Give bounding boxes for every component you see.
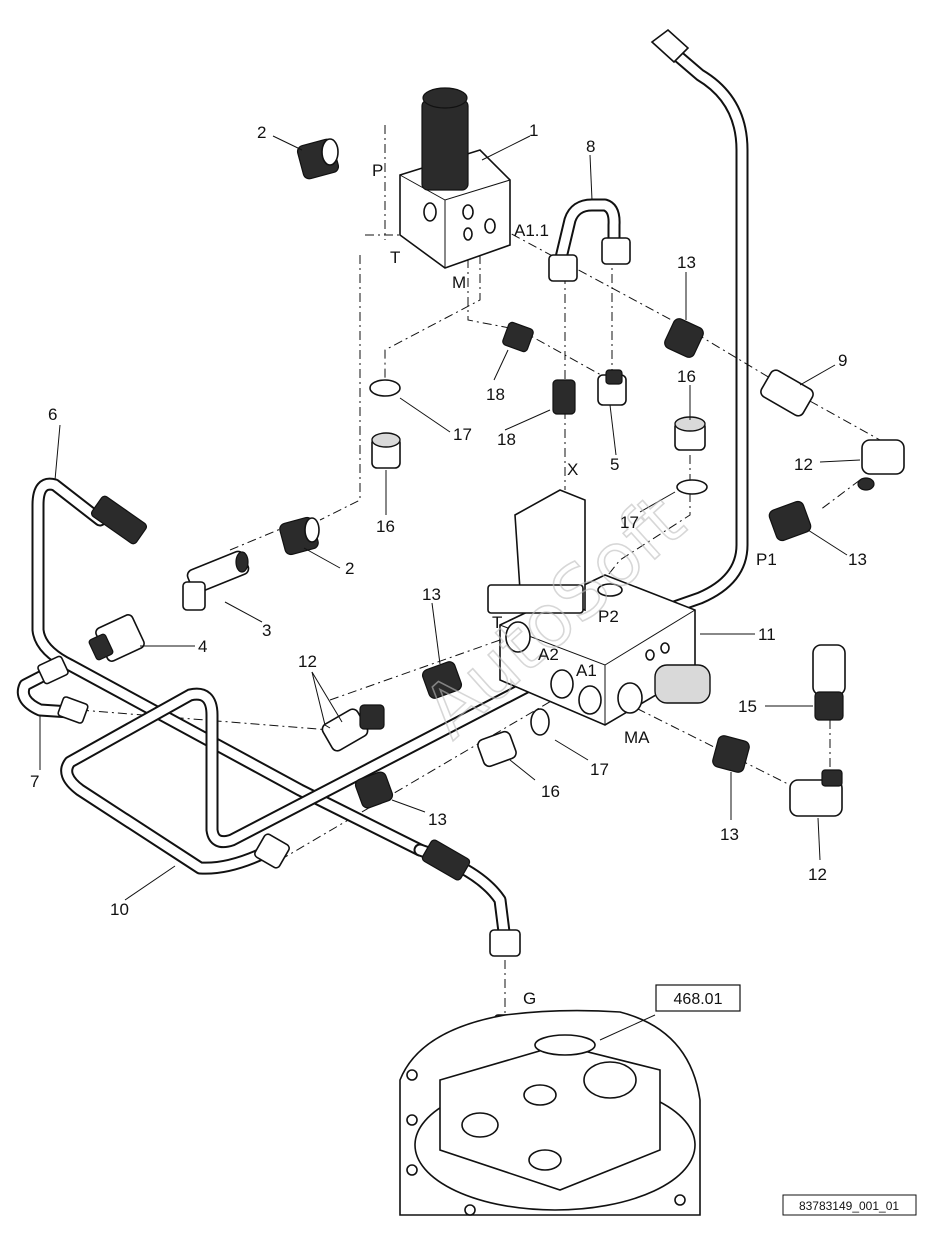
port-g: G [523, 989, 536, 1008]
callout-16-right: 16 [677, 367, 696, 386]
port-p2: P2 [598, 607, 619, 626]
port-a2: A2 [538, 645, 559, 664]
plug-16-left [371, 432, 401, 469]
ring-17-right [676, 479, 708, 495]
callout-13-p1: 13 [848, 550, 867, 569]
port-x: X [567, 460, 578, 479]
callout-15: 15 [738, 697, 757, 716]
callout-11: 11 [758, 625, 776, 644]
port-p: P [372, 161, 383, 180]
port-a1: A1 [576, 661, 597, 680]
callout-6: 6 [48, 405, 57, 424]
leader-lines [39, 135, 861, 1041]
plug-2-top [296, 138, 340, 180]
callout-13-mid: 13 [422, 585, 441, 604]
port-m: M [452, 273, 466, 292]
callout-16-bottom: 16 [541, 782, 560, 801]
callout-10: 10 [110, 900, 129, 919]
callout-17-right: 17 [620, 513, 639, 532]
fitting-9 [760, 369, 814, 417]
callout-7: 7 [30, 772, 39, 791]
fitting-13-mid [421, 661, 463, 699]
callout-12-bottom: 12 [808, 865, 827, 884]
adapter-4 [88, 614, 145, 662]
motor-assembly-468 [399, 1009, 701, 1216]
elbow-12-right [857, 439, 905, 491]
callout-17-bottom: 17 [590, 760, 609, 779]
fitting-13-p1 [768, 500, 812, 542]
callout-13-ma: 13 [720, 825, 739, 844]
reference-number: 468.01 [674, 991, 723, 1008]
fitting-13-top [664, 318, 704, 358]
drawing-code-box: 83783149_001_01 [782, 1194, 917, 1216]
pipe-8 [548, 198, 631, 282]
port-ma: MA [624, 728, 650, 747]
ring-17-left [369, 379, 401, 397]
callout-18-upper: 18 [486, 385, 505, 404]
callout-17-left: 17 [453, 425, 472, 444]
callout-1: 1 [529, 121, 538, 140]
drawing-code: 83783149_001_01 [799, 1199, 899, 1213]
fitting-18-lower [552, 379, 576, 415]
tee-fitting-3 [182, 550, 250, 611]
plug-16-right [674, 416, 706, 451]
short-pipe-7 [16, 655, 89, 724]
right-vertical-pipe [650, 28, 749, 619]
plug-16-bottom [477, 730, 517, 768]
port-labels: P T M A1.1 X P1 P2 T A2 A1 MA G [372, 161, 777, 1008]
fitting-18-upper [502, 321, 534, 353]
callout-8: 8 [586, 137, 595, 156]
callout-18-lower: 18 [497, 430, 516, 449]
plug-2-mid [279, 516, 320, 556]
callout-13-lower: 13 [428, 810, 447, 829]
port-t-block: T [492, 613, 502, 632]
callout-4: 4 [198, 637, 207, 656]
callout-12-right: 12 [794, 455, 813, 474]
solenoid-valve-1 [399, 87, 511, 269]
callout-2-top: 2 [257, 123, 266, 142]
elbow-12-bottom [789, 769, 843, 817]
callout-12-mid: 12 [298, 652, 317, 671]
reference-box: 468.01 [655, 984, 741, 1012]
callout-2-mid: 2 [345, 559, 354, 578]
fitting-15 [812, 644, 846, 721]
callout-9: 9 [838, 351, 847, 370]
elbow-5 [597, 369, 627, 406]
callout-13-top: 13 [677, 253, 696, 272]
callout-labels: 2 1 8 13 9 16 18 18 17 5 12 6 16 17 13 2… [30, 121, 867, 919]
ring-17-bottom [530, 708, 550, 736]
port-t: T [390, 248, 400, 267]
elbow-12-mid [321, 704, 385, 752]
valve-block-11 [487, 489, 711, 726]
callout-3: 3 [262, 621, 271, 640]
port-p1: P1 [756, 550, 777, 569]
callout-16-left: 16 [376, 517, 395, 536]
fitting-13-ma [712, 735, 750, 773]
fitting-13-lower [354, 771, 394, 809]
callout-5: 5 [610, 455, 619, 474]
port-a1-1: A1.1 [514, 221, 549, 240]
